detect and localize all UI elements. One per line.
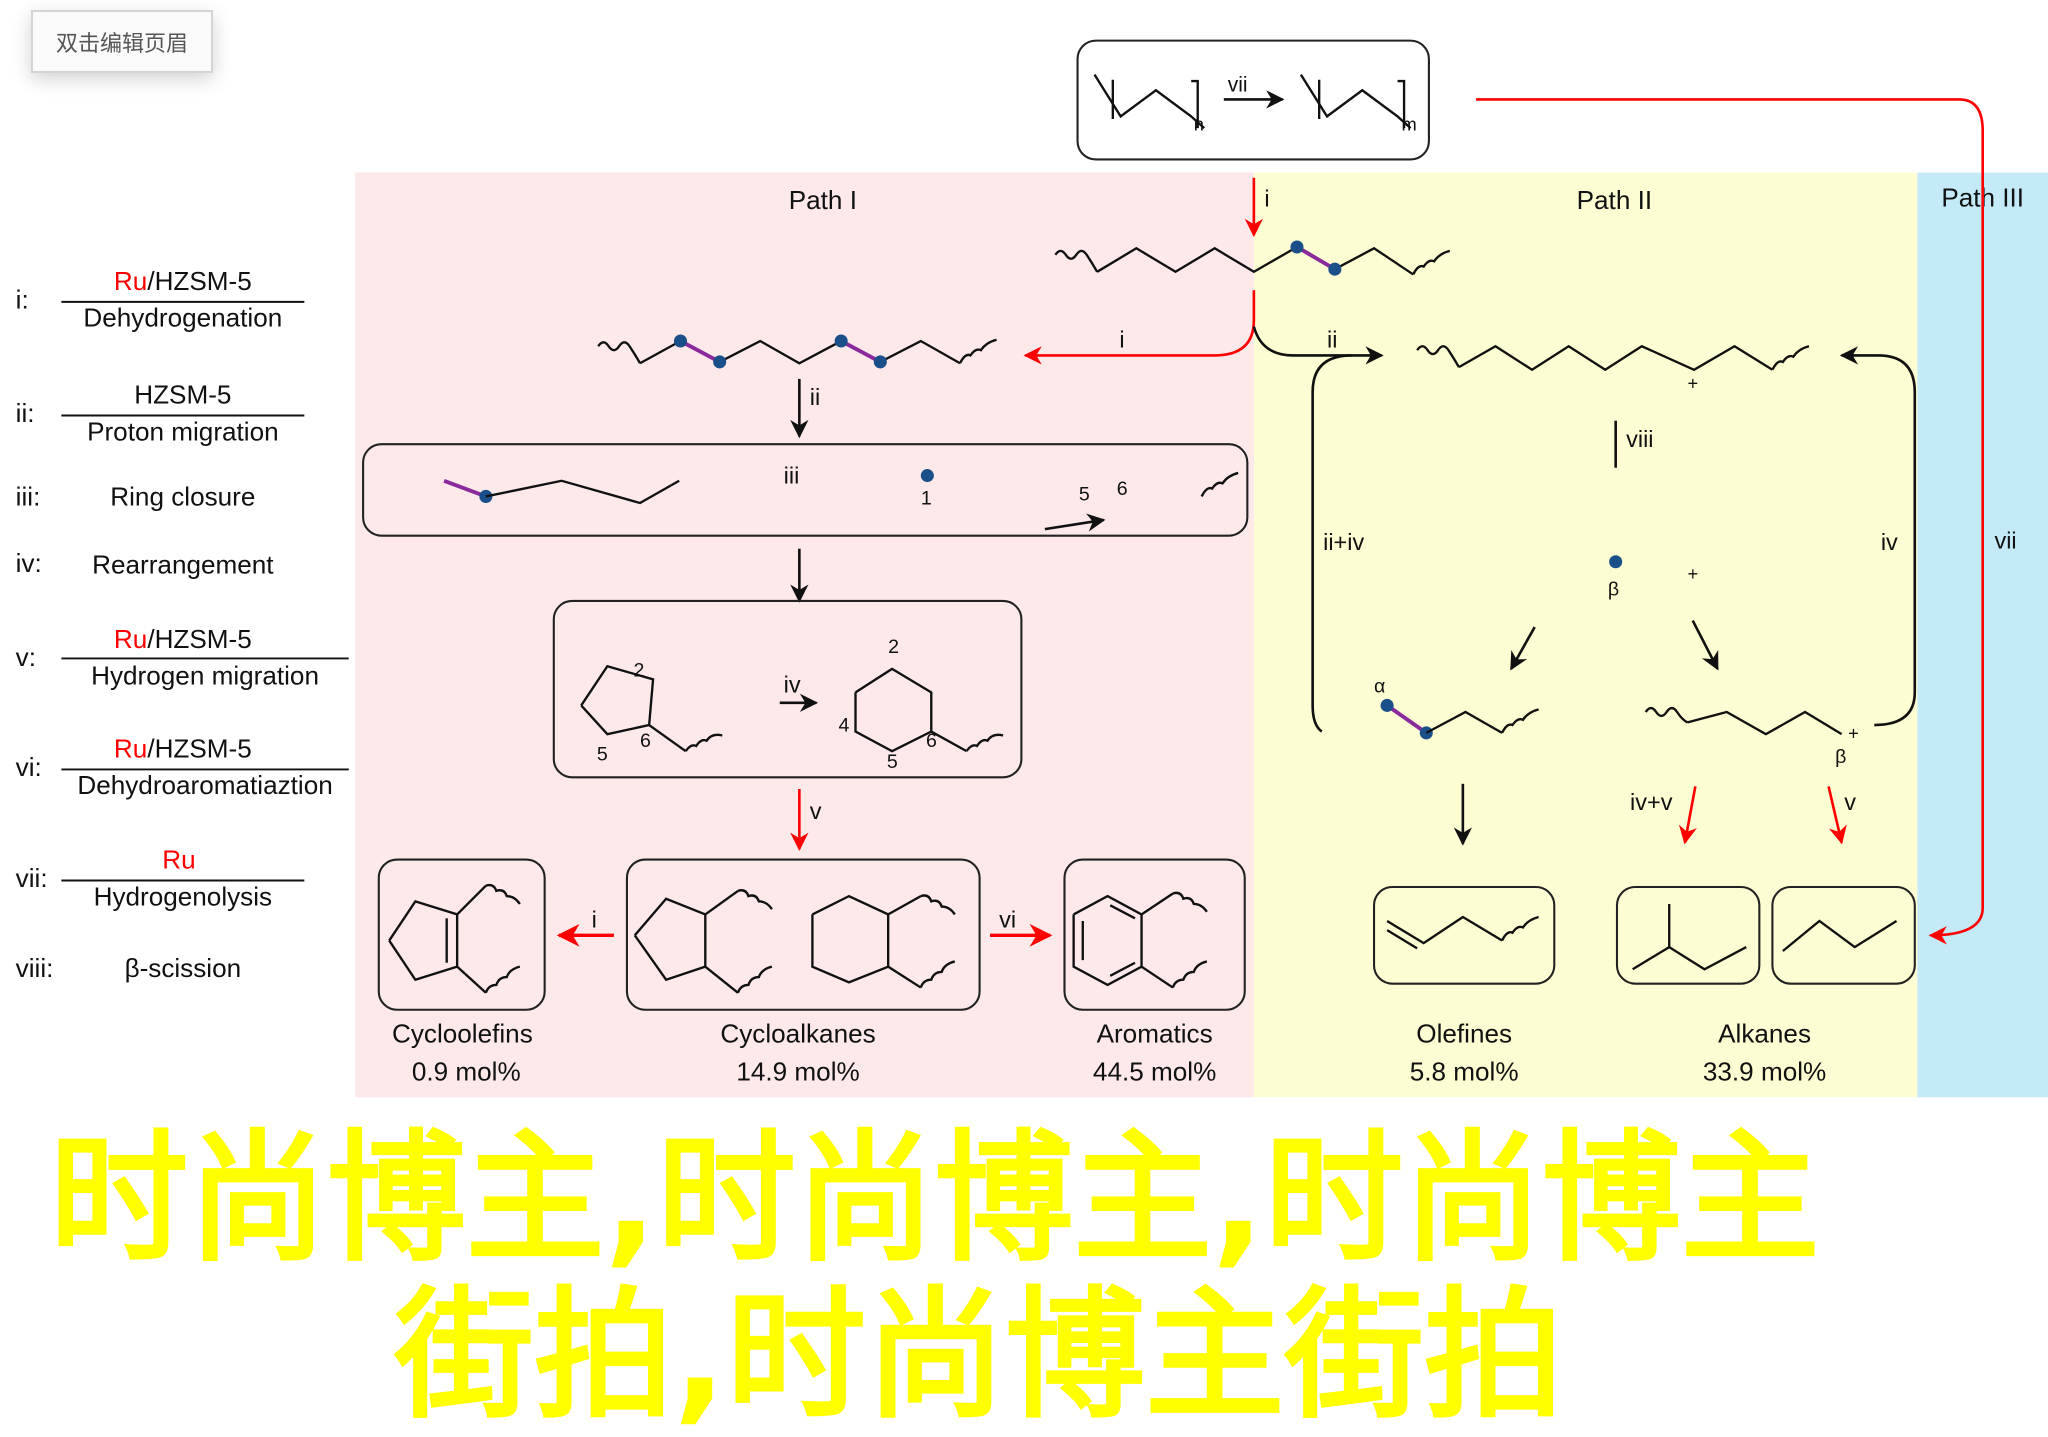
product-aromatics: Aromatics 44.5 mol%	[1063, 858, 1246, 1086]
legend-catalyst: HZSM-5	[134, 380, 231, 410]
svg-text:iii: iii	[784, 462, 800, 488]
svg-text:α: α	[1374, 675, 1385, 697]
product-name: Olefines	[1416, 1018, 1512, 1048]
svg-text:6: 6	[1117, 478, 1128, 500]
svg-text:2: 2	[633, 660, 644, 682]
svg-text:5: 5	[887, 751, 898, 773]
polymer-box: n vii m	[1076, 39, 1430, 161]
step-label: v	[810, 798, 822, 824]
path2-title: Path II	[1577, 185, 1652, 215]
step-label: v	[1844, 789, 1856, 815]
product-value: 44.5 mol%	[1093, 1056, 1216, 1086]
legend-process: Hydrogen migration	[91, 661, 319, 691]
step-label: vi	[999, 906, 1016, 932]
product-alkanes: Alkanes 33.9 mol%	[1615, 885, 1916, 1086]
step-label: ii	[810, 384, 820, 410]
product-olefines: Olefines 5.8 mol%	[1372, 885, 1556, 1086]
step-label: vii	[1994, 528, 2016, 554]
diene-molecule	[597, 334, 997, 369]
legend-process: Proton migration	[87, 416, 279, 446]
svg-text:+: +	[1688, 563, 1699, 584]
path1-title: Path I	[789, 185, 857, 215]
legend-process: β-scission	[125, 953, 242, 983]
legend-num: iii:	[16, 482, 41, 512]
step-label: i	[592, 906, 597, 932]
product-name: Alkanes	[1718, 1018, 1811, 1048]
svg-text:5: 5	[1079, 483, 1090, 505]
legend-catalyst: Ru/HZSM-5	[114, 624, 252, 654]
product-name: Cycloolefins	[392, 1018, 533, 1048]
path2-region	[1253, 172, 1918, 1098]
arrow-vii	[1475, 98, 1984, 945]
svg-text:4: 4	[839, 715, 850, 737]
legend-catalyst: Ru/HZSM-5	[114, 734, 252, 764]
product-value: 33.9 mol%	[1703, 1056, 1826, 1086]
svg-text:β: β	[1835, 746, 1846, 768]
legend-process: Dehydroaromatiaztion	[77, 770, 332, 800]
legend-process: Hydrogenolysis	[94, 881, 273, 911]
svg-text:iv: iv	[784, 671, 801, 697]
legend-num: ii:	[16, 398, 35, 428]
legend-num: iv:	[16, 548, 42, 578]
product-cycloolefins: Cycloolefins 0.9 mol%	[377, 858, 546, 1086]
svg-text:2: 2	[888, 636, 899, 658]
product-value: 0.9 mol%	[412, 1056, 521, 1086]
step-label: ii+iv	[1323, 529, 1364, 555]
svg-text:+: +	[1848, 722, 1859, 743]
legend-process: Ring closure	[110, 482, 255, 512]
legend-num: vii:	[16, 863, 48, 893]
product-name: Cycloalkanes	[720, 1018, 875, 1048]
step-vii-label: vii	[1228, 74, 1248, 97]
watermark-line2: 街拍,时尚博主街拍	[392, 1274, 1563, 1437]
cation-intermediate: + β	[1644, 706, 1859, 768]
olefin-intermediate: α β +	[1374, 555, 1699, 740]
alkene-molecule	[1054, 240, 1451, 276]
product-cycloalkanes: Cycloalkanes 14.9 mol%	[625, 858, 981, 1086]
product-value: 14.9 mol%	[736, 1056, 859, 1086]
legend-num: vi:	[16, 752, 42, 782]
step-label: ii	[1327, 327, 1337, 353]
step-label: i	[1264, 186, 1269, 212]
legend-num: v:	[16, 642, 36, 672]
svg-text:n: n	[1194, 114, 1204, 135]
step-label: iv+v	[1630, 789, 1673, 815]
legend-num: i:	[16, 284, 29, 314]
svg-text:5: 5	[597, 743, 608, 765]
watermark-line1: 时尚博主,时尚博主,时尚博主	[50, 1117, 1820, 1281]
edit-header-button[interactable]: 双击编辑页眉	[31, 10, 213, 73]
legend-process: Dehydrogenation	[83, 303, 282, 333]
svg-text:1: 1	[921, 487, 932, 509]
step-label: i	[1119, 327, 1124, 353]
svg-text:+: +	[1688, 372, 1699, 393]
svg-text:m: m	[1401, 114, 1416, 135]
product-name: Aromatics	[1097, 1018, 1213, 1048]
rearrangement-box: 5 6 2 iv 4 5 6 2	[552, 599, 1023, 779]
product-value: 5.8 mol%	[1410, 1056, 1519, 1086]
carbocation-molecule: +	[1416, 344, 1810, 393]
svg-text:β: β	[1608, 579, 1619, 601]
legend-process: Rearrangement	[92, 550, 274, 580]
legend-catalyst: Ru	[162, 845, 195, 875]
legend-num: viii:	[16, 953, 54, 983]
legend: i: Ru/HZSM-5 Dehydrogenation ii: HZSM-5 …	[16, 266, 349, 983]
step-label: viii	[1626, 426, 1653, 452]
ring-closure-box: iii 1 5 6	[362, 443, 1249, 537]
svg-text:6: 6	[926, 730, 937, 752]
svg-text:6: 6	[640, 730, 651, 752]
legend-catalyst: Ru/HZSM-5	[114, 266, 252, 296]
step-label: iv	[1881, 529, 1898, 555]
path1-region	[355, 172, 1254, 1098]
